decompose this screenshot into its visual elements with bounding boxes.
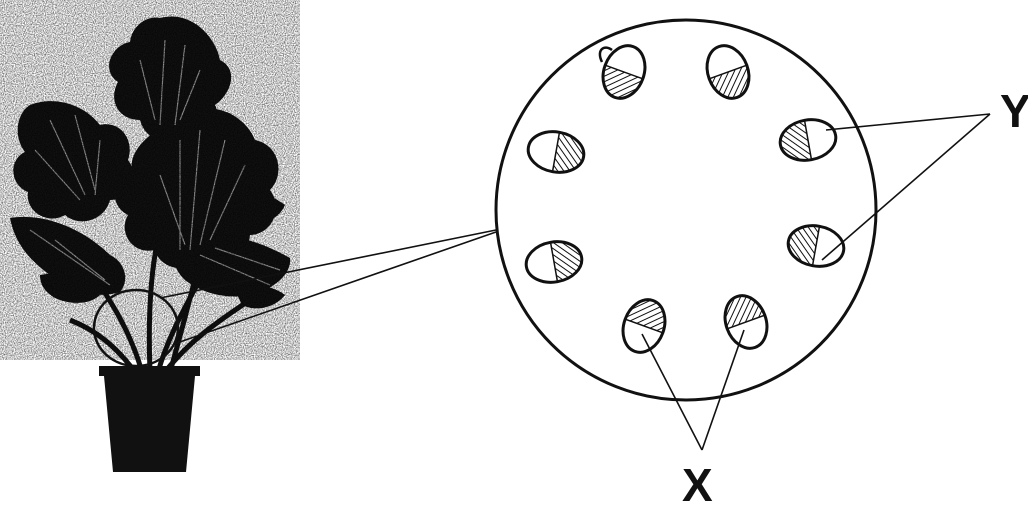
stem-cross-section — [496, 20, 876, 400]
label-x: X — [682, 462, 713, 508]
label-y: Y — [1000, 88, 1028, 134]
plant-pot — [99, 366, 200, 472]
cross-section-outline — [496, 20, 876, 400]
potted-plant — [0, 0, 300, 472]
